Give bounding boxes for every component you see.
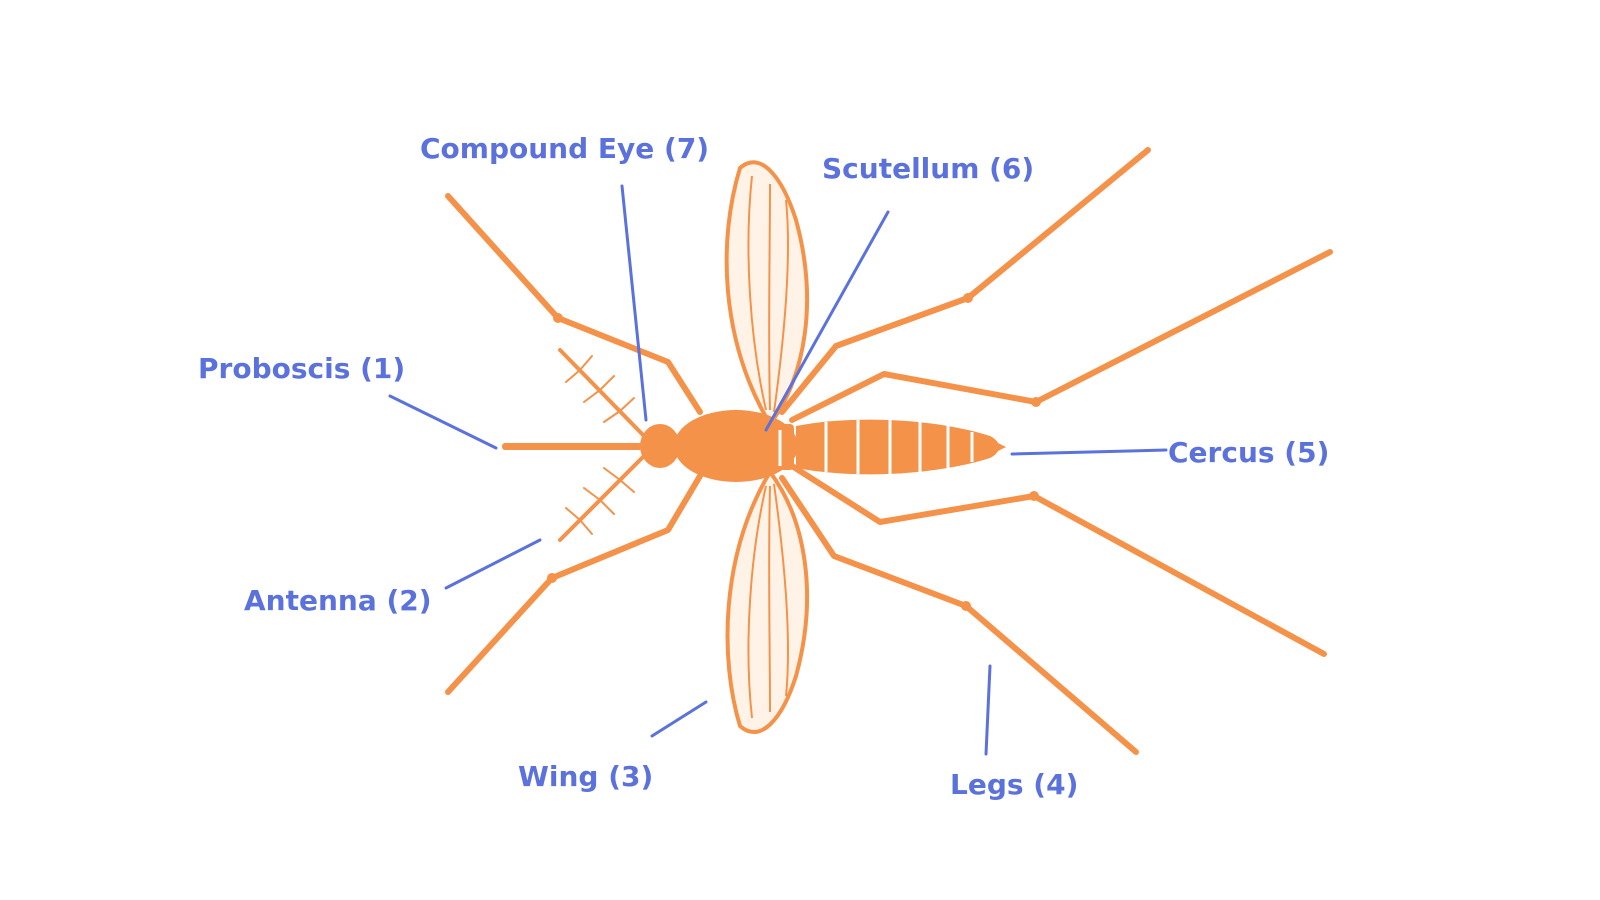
proboscis-shape xyxy=(502,443,642,450)
scutellum-shape xyxy=(780,424,794,470)
leader-compound-eye xyxy=(622,186,646,420)
wing-upper xyxy=(727,162,807,424)
label-proboscis: Proboscis (1) xyxy=(198,352,405,385)
label-cercus: Cercus (5) xyxy=(1168,436,1329,469)
label-antenna: Antenna (2) xyxy=(244,584,432,617)
leg-front-lower xyxy=(448,476,700,692)
cercus-shape xyxy=(992,440,1006,454)
wing-lower xyxy=(728,472,808,732)
leg-hind-lower xyxy=(792,466,1324,654)
leg-middle-lower xyxy=(782,478,1136,752)
leader-antenna xyxy=(446,540,540,588)
leader-cercus xyxy=(1012,450,1166,454)
leader-wing xyxy=(652,702,706,736)
leg-front-upper xyxy=(448,196,700,412)
leader-legs xyxy=(986,666,990,754)
label-compound-eye: Compound Eye (7) xyxy=(420,132,709,165)
label-legs: Legs (4) xyxy=(950,768,1078,801)
label-scutellum: Scutellum (6) xyxy=(822,152,1034,185)
leg-hind-upper xyxy=(792,252,1330,420)
leader-proboscis xyxy=(390,396,496,448)
label-wing: Wing (3) xyxy=(518,760,653,793)
